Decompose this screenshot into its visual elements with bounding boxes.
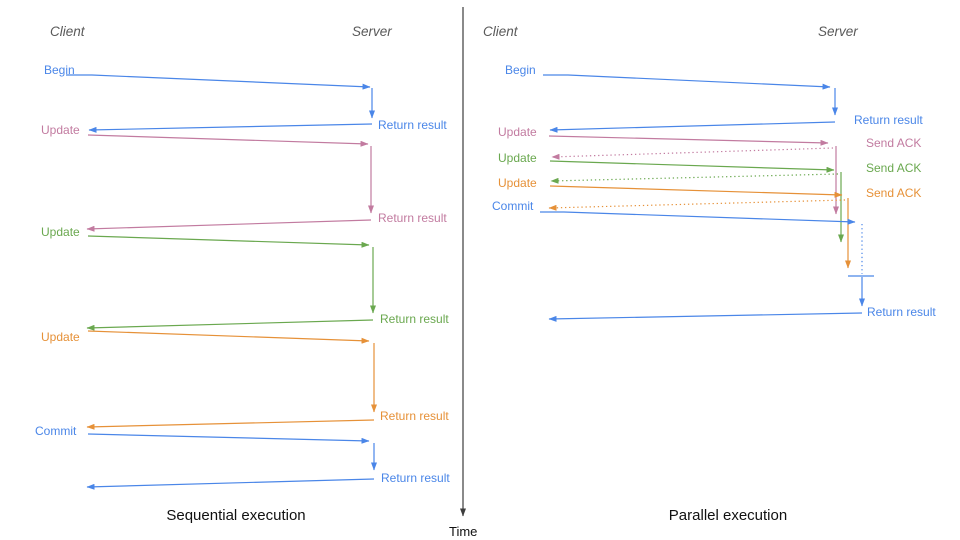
seq-return-label-5: Return result [381, 471, 450, 485]
par-begin-request-line [543, 74, 831, 90]
par-commit-return-line [548, 312, 863, 322]
seq-update2-label: Update [41, 225, 80, 239]
seq-update3-return-line [86, 419, 375, 430]
par-update3-ack-line [548, 199, 846, 211]
seq-return-label-3: Return result [380, 312, 449, 326]
seq-server-header: Server [352, 24, 392, 39]
par-commit-label: Commit [492, 199, 534, 213]
seq-update2-request-line [87, 235, 370, 248]
par-server-header: Server [818, 24, 858, 39]
par-update3-request-line [549, 185, 843, 198]
par-update1-label: Update [498, 125, 537, 139]
seq-update2-return-line [86, 319, 374, 331]
par-title: Parallel execution [668, 507, 788, 524]
seq-return-label-4: Return result [380, 409, 449, 423]
par-commit-request-line [540, 211, 856, 225]
par-send-ack-label-1: Send ACK [866, 136, 922, 150]
par-update2-ack-line [550, 173, 839, 184]
seq-update3-label: Update [41, 330, 80, 344]
seq-commit-return-line [86, 478, 375, 490]
seq-commit-label: Commit [35, 424, 77, 438]
seq-update1-request-line [87, 134, 369, 147]
par-return-label-1: Return result [854, 113, 923, 127]
par-update1-request-line [548, 135, 829, 146]
par-client-header: Client [483, 24, 518, 39]
par-send-ack-label-2: Send ACK [866, 161, 922, 175]
time-axis-label: Time [449, 524, 478, 539]
par-return-label-2: Return result [867, 305, 936, 319]
seq-return-label-1: Return result [378, 118, 447, 132]
par-begin-label: Begin [505, 63, 536, 77]
seq-update3-request-line [87, 330, 370, 344]
par-update2-request-line [549, 160, 835, 173]
par-update3-label: Update [498, 176, 537, 190]
seq-begin-label: Begin [44, 63, 75, 77]
par-update2-label: Update [498, 151, 537, 165]
seq-return-label-2: Return result [378, 211, 447, 225]
seq-update1-return-line [86, 219, 372, 232]
seq-client-header: Client [50, 24, 85, 39]
seq-update1-label: Update [41, 123, 80, 137]
par-update1-ack-line [551, 147, 834, 160]
seq-begin-return-line [88, 123, 373, 133]
par-begin-return-line [549, 121, 836, 133]
seq-title: Sequential execution [166, 507, 306, 524]
seq-begin-request-line [66, 74, 371, 90]
seq-commit-request-line [87, 433, 370, 444]
par-send-ack-label-3: Send ACK [866, 186, 922, 200]
